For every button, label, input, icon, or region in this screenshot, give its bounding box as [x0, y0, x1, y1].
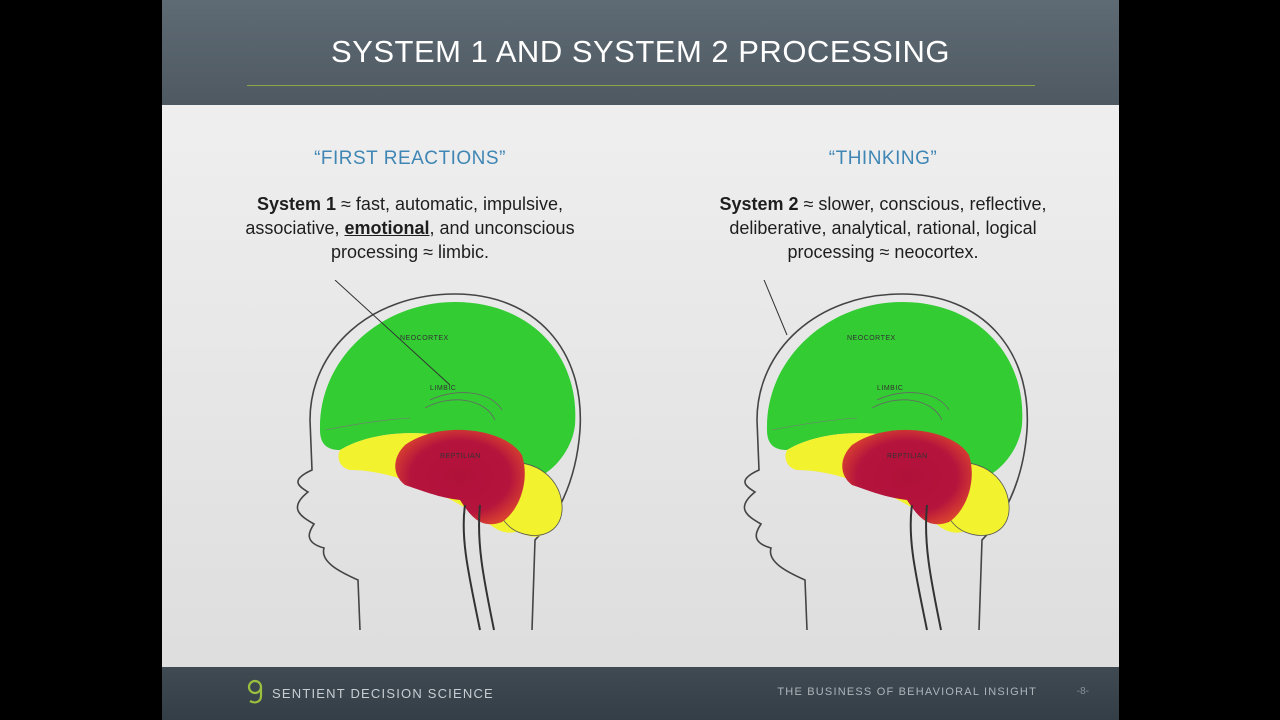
system2-column: “THINKING” System 2 ≈ slower, conscious,… [653, 148, 1113, 264]
system1-line1-text: ≈ fast, automatic, impulsive, [336, 194, 564, 214]
system1-heading: “FIRST REACTIONS” [314, 148, 506, 169]
system2-line2: deliberative, analytical, rational, logi… [729, 218, 1037, 238]
emotional-emphasis: emotional [344, 218, 430, 238]
limbic-label-left: LIMBIC [430, 385, 456, 392]
neocortex-region-left [319, 302, 576, 480]
system1-line1: System 1 ≈ fast, automatic, impulsive, [180, 192, 640, 216]
slide-title: SYSTEM 1 AND SYSTEM 2 PROCESSING [331, 34, 950, 69]
brain-diagram-left: NEOCORTEX LIMBIC REPTILIAN [296, 280, 582, 631]
system2-line3: processing ≈ neocortex. [787, 242, 979, 262]
system1-column: “FIRST REACTIONS” System 1 ≈ fast, autom… [180, 148, 640, 264]
reptilian-label-left: REPTILIAN [440, 453, 481, 460]
slide: SYSTEM 1 AND SYSTEM 2 PROCESSING “FIRST … [162, 0, 1119, 720]
system2-line1: System 2 ≈ slower, conscious, reflective… [653, 192, 1113, 216]
system1-description: System 1 ≈ fast, automatic, impulsive, a… [180, 192, 640, 264]
pointer-line-left [334, 280, 451, 386]
brand-logo-icon [247, 679, 263, 704]
brand-name: SENTIENT DECISION SCIENCE [272, 686, 494, 701]
system2-label: System 2 [719, 194, 799, 214]
reptilian-region-left [395, 429, 525, 525]
system1-label: System 1 [256, 194, 337, 214]
system2-line1-text: ≈ slower, conscious, reflective, [798, 194, 1047, 214]
system2-heading: “THINKING” [828, 148, 938, 169]
slide-header: SYSTEM 1 AND SYSTEM 2 PROCESSING [162, 0, 1119, 105]
footer-tagline: THE BUSINESS OF BEHAVIORAL INSIGHT [777, 686, 1037, 698]
reptilian-region-right [842, 429, 972, 525]
slide-footer [162, 667, 1119, 720]
brainstem-right [909, 504, 928, 631]
system1-line2-pre: associative, [245, 218, 345, 238]
brainstem-left [462, 504, 481, 631]
neocortex-label-right: NEOCORTEX [847, 335, 896, 342]
system1-line2-post: , and unconscious [429, 218, 575, 238]
pointer-line-right [763, 280, 788, 336]
system1-line3: processing ≈ limbic. [331, 242, 489, 262]
head-outline-left [296, 293, 582, 631]
neocortex-region-right [766, 302, 1023, 480]
title-divider [247, 85, 1035, 86]
page-number: -8- [1076, 686, 1089, 697]
system1-line2: associative, emotional, and unconscious [180, 216, 640, 240]
limbic-label-right: LIMBIC [877, 385, 903, 392]
head-outline-right [743, 293, 1029, 631]
neocortex-label-left: NEOCORTEX [400, 335, 449, 342]
brain-diagram-right: NEOCORTEX LIMBIC REPTILIAN [743, 280, 1029, 631]
system2-description: System 2 ≈ slower, conscious, reflective… [653, 192, 1113, 264]
reptilian-label-right: REPTILIAN [887, 453, 928, 460]
